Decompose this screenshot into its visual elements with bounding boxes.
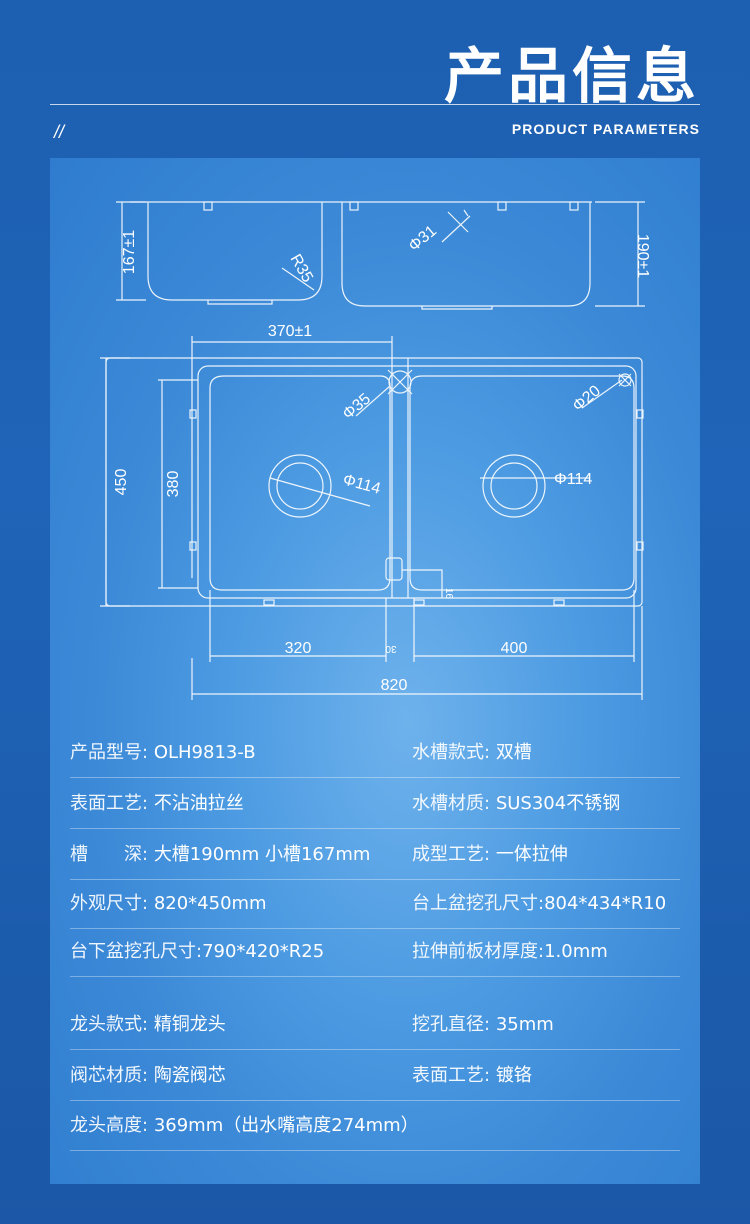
side-view-drain-left — [207, 300, 273, 305]
spec-label: 成型工艺: — [412, 844, 491, 865]
spec-value: 不沾油拉丝 — [153, 793, 244, 814]
side-view-right-bowl — [341, 202, 591, 307]
dim-side-left-height: 167±1 — [121, 230, 138, 274]
side-view-drain-right — [421, 306, 493, 310]
spec-value: 820*450mm — [153, 893, 267, 914]
spec-value: 陶瓷阀芯 — [153, 1065, 226, 1086]
sink-technical-drawing: 167±1 190±1 R35 Φ31 370±1 Φ35 Φ20 Φ114 Φ… — [100, 201, 651, 700]
spec-value: 精铜龙头 — [153, 1014, 226, 1035]
dim-small-mark: 16 — [443, 588, 454, 600]
spec-row: 表面工艺: 不沾油拉丝 水槽材质: SUS304不锈钢 — [70, 779, 680, 829]
plan-corner-hole — [618, 373, 632, 387]
dim-side-hole: Φ31 — [406, 222, 440, 255]
spec-label: 表面工艺: — [412, 1065, 491, 1086]
plan-drain-right — [482, 454, 546, 518]
dim-corner-hole: Φ20 — [570, 382, 604, 415]
side-view-left-bowl — [147, 202, 323, 301]
spec-label: 产品型号: — [70, 742, 149, 763]
dim-side-radius: R35 — [287, 252, 316, 286]
spec-label: 拉伸前板材厚度: — [412, 941, 545, 962]
spec-label: 台上盆挖孔尺寸: — [412, 893, 545, 914]
dim-side-right-height: 190±1 — [634, 234, 651, 278]
plan-drain-left — [268, 454, 332, 518]
spec-label: 台下盆挖孔尺寸: — [70, 941, 203, 962]
spec-label: 水槽材质: — [412, 793, 491, 814]
dim-tap-hole: Φ35 — [340, 390, 374, 423]
spec-row: 台下盆挖孔尺寸:790*420*R25 拉伸前板材厚度:1.0mm — [70, 927, 680, 977]
spec-row: 外观尺寸: 820*450mm 台上盆挖孔尺寸:804*434*R10 — [70, 879, 680, 929]
spec-label: 表面工艺: — [70, 793, 149, 814]
spec-label: 龙头款式: — [70, 1014, 149, 1035]
spec-label: 阀芯材质: — [70, 1065, 149, 1086]
spec-row: 产品型号: OLH9813-B 水槽款式: 双槽 — [70, 728, 680, 778]
dim-drain-left: Φ114 — [341, 471, 382, 497]
spec-value: 1.0mm — [544, 941, 608, 962]
spec-value: SUS304不锈钢 — [495, 793, 621, 814]
spec-value: 790*420*R25 — [202, 941, 325, 962]
spec-label: 外观尺寸: — [70, 893, 149, 914]
spec-value: 35mm — [495, 1014, 554, 1035]
spec-row: 阀芯材质: 陶瓷阀芯 表面工艺: 镀铬 — [70, 1051, 680, 1101]
header-divider — [50, 104, 700, 105]
spec-value: OLH9813-B — [153, 742, 256, 763]
spec-value: 一体拉伸 — [495, 844, 568, 865]
spec-label: 龙头高度: — [70, 1115, 149, 1136]
spec-row: 龙头高度: 369mm（出水嘴高度274mm） — [70, 1101, 680, 1151]
page-subtitle: PRODUCT PARAMETERS — [511, 121, 700, 137]
spec-value: 双槽 — [495, 742, 532, 763]
spec-value: 大槽190mm 小槽167mm — [153, 844, 371, 865]
dim-top-width: 370±1 — [268, 323, 312, 340]
spec-value: 804*434*R10 — [544, 893, 667, 914]
dim-drain-right: Φ114 — [554, 471, 592, 488]
decorative-slashes: // — [54, 122, 65, 142]
dim-divider: 30 — [385, 643, 397, 654]
spec-label: 槽 深: — [70, 844, 149, 865]
spec-label: 挖孔直径: — [412, 1014, 491, 1035]
dim-left-bowl: 320 — [285, 640, 312, 657]
spec-value: 镀铬 — [495, 1065, 532, 1086]
plan-tap-hole — [388, 370, 412, 394]
page-title: 产品信息 — [444, 42, 700, 112]
dim-overall-width: 820 — [381, 677, 408, 694]
spec-row: 槽 深: 大槽190mm 小槽167mm 成型工艺: 一体拉伸 — [70, 830, 680, 880]
spec-row: 龙头款式: 精铜龙头 挖孔直径: 35mm — [70, 1000, 680, 1050]
dim-outer-depth: 450 — [113, 469, 130, 496]
spec-panel: 167±1 190±1 R35 Φ31 370±1 Φ35 Φ20 Φ114 Φ… — [50, 158, 700, 1184]
dim-inner-depth: 380 — [165, 471, 182, 498]
spec-label: 水槽款式: — [412, 742, 491, 763]
dim-right-bowl: 400 — [501, 640, 528, 657]
spec-value: 369mm（出水嘴高度274mm） — [153, 1115, 419, 1136]
plan-right-bowl — [409, 375, 635, 591]
